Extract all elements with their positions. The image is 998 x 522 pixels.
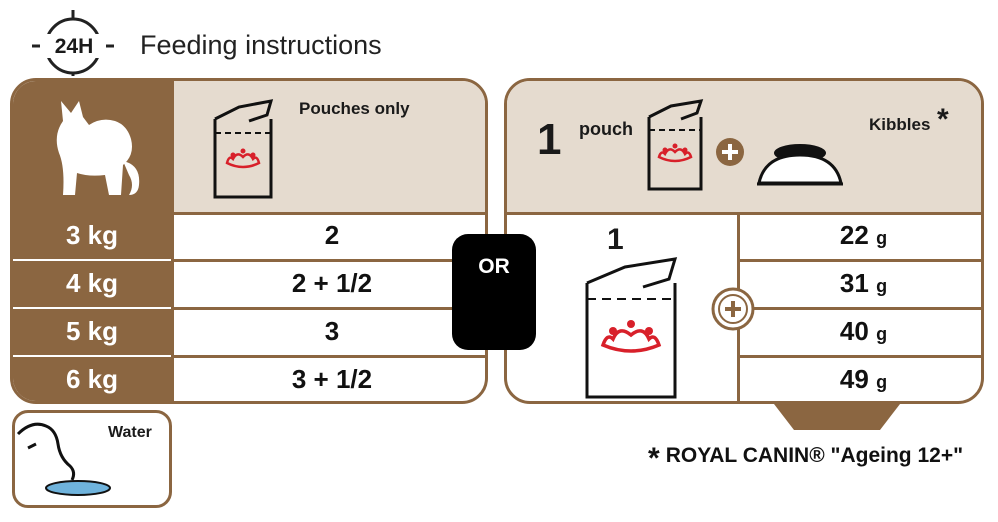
pouches-only-panel: Pouches only 3 kg 2 4 kg 2 + 1/2 5 kg 3 … bbox=[10, 78, 488, 404]
pouches-header-area bbox=[171, 81, 485, 212]
kibble-amount: 31 g bbox=[740, 268, 981, 299]
weight-label: 5 kg bbox=[65, 316, 119, 346]
pouch-icon bbox=[647, 99, 704, 191]
kibble-unit: g bbox=[876, 324, 888, 344]
kibble-amount: 40 g bbox=[740, 316, 981, 347]
pouch-amount: 2 + 1/2 bbox=[291, 268, 373, 298]
kibble-value: 49 bbox=[839, 364, 869, 394]
divider bbox=[171, 355, 485, 358]
cat-icon bbox=[56, 101, 140, 195]
pouch-count: 1 bbox=[537, 115, 562, 164]
plus-icon bbox=[711, 287, 755, 331]
pouch-amount: 3 + 1/2 bbox=[291, 364, 373, 394]
plus-icon bbox=[716, 138, 744, 166]
pouch-word: pouch bbox=[579, 119, 633, 139]
divider bbox=[737, 259, 981, 262]
mixed-header-area bbox=[507, 81, 981, 212]
or-badge: OR bbox=[452, 234, 536, 350]
pouch-icon bbox=[213, 99, 274, 199]
mixed-feeding-panel: 1 pouch Kibbles * 1 bbox=[504, 78, 984, 404]
clock-icon bbox=[32, 10, 114, 76]
kibble-value: 22 bbox=[839, 220, 869, 250]
kibble-bowl-icon bbox=[757, 144, 843, 186]
divider bbox=[737, 307, 981, 310]
kibble-unit: g bbox=[876, 372, 888, 392]
pouches-only-label: Pouches only bbox=[299, 99, 410, 118]
kibble-amount: 22 g bbox=[740, 220, 981, 251]
weight-label: 6 kg bbox=[65, 364, 119, 394]
footnote-star: * bbox=[648, 442, 660, 475]
cat-drinking-icon bbox=[16, 422, 111, 496]
mix-pouch-count: 1 bbox=[607, 223, 624, 256]
royal-canin-crown-icon bbox=[657, 143, 693, 163]
kibble-value: 40 bbox=[839, 316, 869, 346]
royal-canin-crown-icon bbox=[225, 148, 261, 169]
divider bbox=[171, 307, 485, 310]
clock-label: 24H bbox=[54, 35, 94, 58]
pouch-amount: 3 bbox=[324, 316, 340, 346]
kibble-unit: g bbox=[876, 276, 888, 296]
kibbles-footnote-star: * bbox=[937, 103, 949, 136]
down-arrow-icon bbox=[774, 404, 900, 430]
pouch-icon bbox=[585, 257, 678, 399]
page-title: Feeding instructions bbox=[140, 30, 382, 60]
kibble-unit: g bbox=[876, 228, 888, 248]
kibble-amount: 49 g bbox=[740, 364, 981, 395]
water-label: Water bbox=[108, 424, 152, 441]
kibble-value: 31 bbox=[839, 268, 869, 298]
divider bbox=[507, 212, 981, 215]
divider bbox=[171, 81, 174, 401]
divider bbox=[737, 355, 981, 358]
footnote: *ROYAL CANIN® "Ageing 12+" bbox=[648, 442, 963, 476]
divider bbox=[171, 259, 485, 262]
footnote-text: ROYAL CANIN® "Ageing 12+" bbox=[665, 444, 964, 467]
divider bbox=[13, 212, 485, 215]
weight-label: 3 kg bbox=[65, 220, 119, 250]
weight-label: 4 kg bbox=[65, 268, 119, 298]
pouch-amount: 2 bbox=[324, 220, 340, 250]
kibbles-label: Kibbles bbox=[869, 115, 931, 134]
royal-canin-crown-icon bbox=[600, 320, 662, 353]
